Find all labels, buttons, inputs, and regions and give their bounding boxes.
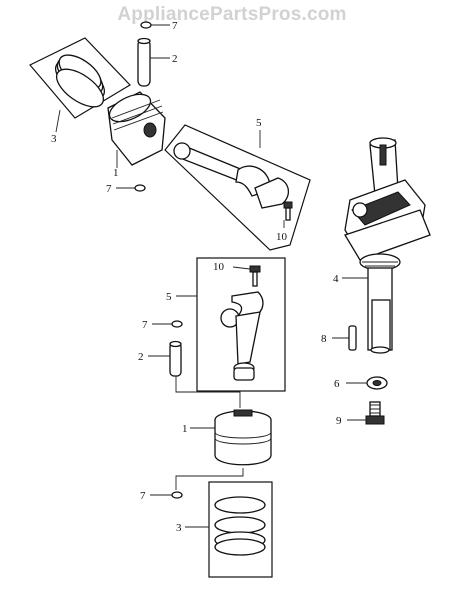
callout-10-top: 10 — [276, 231, 288, 243]
callout-2-top: 2 — [172, 53, 178, 65]
piston-pin-top[interactable] — [137, 37, 151, 87]
crankshaft[interactable] — [344, 137, 431, 354]
connecting-rod-box-top[interactable] — [164, 124, 311, 251]
callout-1-top: 1 — [113, 167, 119, 179]
crankshaft-washer[interactable] — [366, 376, 388, 390]
callout-6: 6 — [334, 378, 340, 390]
callout-5-mid: 5 — [166, 291, 172, 303]
callout-7-left: 7 — [106, 183, 112, 195]
piston-mid[interactable] — [214, 409, 272, 466]
callout-2-mid: 2 — [138, 351, 144, 363]
pin-clip-top[interactable] — [140, 21, 152, 29]
callout-5-top: 5 — [256, 117, 262, 129]
callout-4: 4 — [333, 273, 339, 285]
callout-1-mid: 1 — [182, 423, 188, 435]
callout-8: 8 — [321, 333, 327, 345]
piston-ring-set-top[interactable] — [29, 37, 131, 119]
piston-top[interactable] — [105, 89, 166, 166]
piston-ring-set-bottom[interactable] — [208, 481, 273, 578]
callout-3-top: 3 — [51, 133, 57, 145]
callout-7-bottom: 7 — [140, 490, 146, 502]
callout-10-mid: 10 — [213, 261, 225, 273]
callout-7-top: 7 — [172, 20, 178, 32]
pin-clip-bottom[interactable] — [171, 491, 183, 499]
pin-clip-left[interactable] — [134, 184, 146, 192]
piston-pin-mid[interactable] — [169, 340, 182, 377]
callout-3-bottom: 3 — [176, 522, 182, 534]
connecting-rod-box-mid[interactable] — [196, 257, 286, 392]
callout-9: 9 — [336, 415, 342, 427]
watermark: AppliancePartsPros.com — [117, 4, 347, 25]
crankshaft-bolt[interactable] — [365, 401, 385, 425]
pin-clip-mid[interactable] — [171, 320, 183, 328]
crankshaft-key[interactable] — [348, 325, 357, 351]
callout-7-mid: 7 — [142, 319, 148, 331]
